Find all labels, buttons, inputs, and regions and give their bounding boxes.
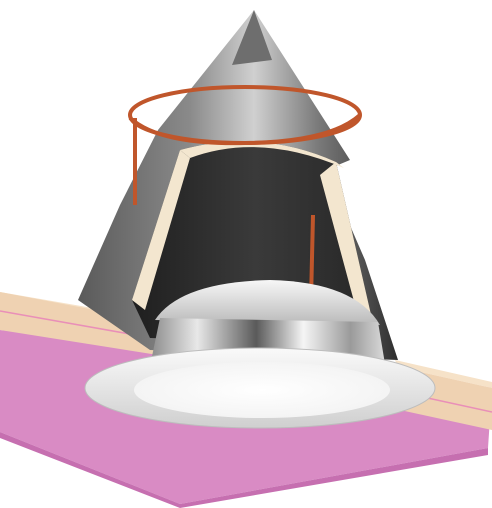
diffuser-lens	[134, 362, 390, 418]
